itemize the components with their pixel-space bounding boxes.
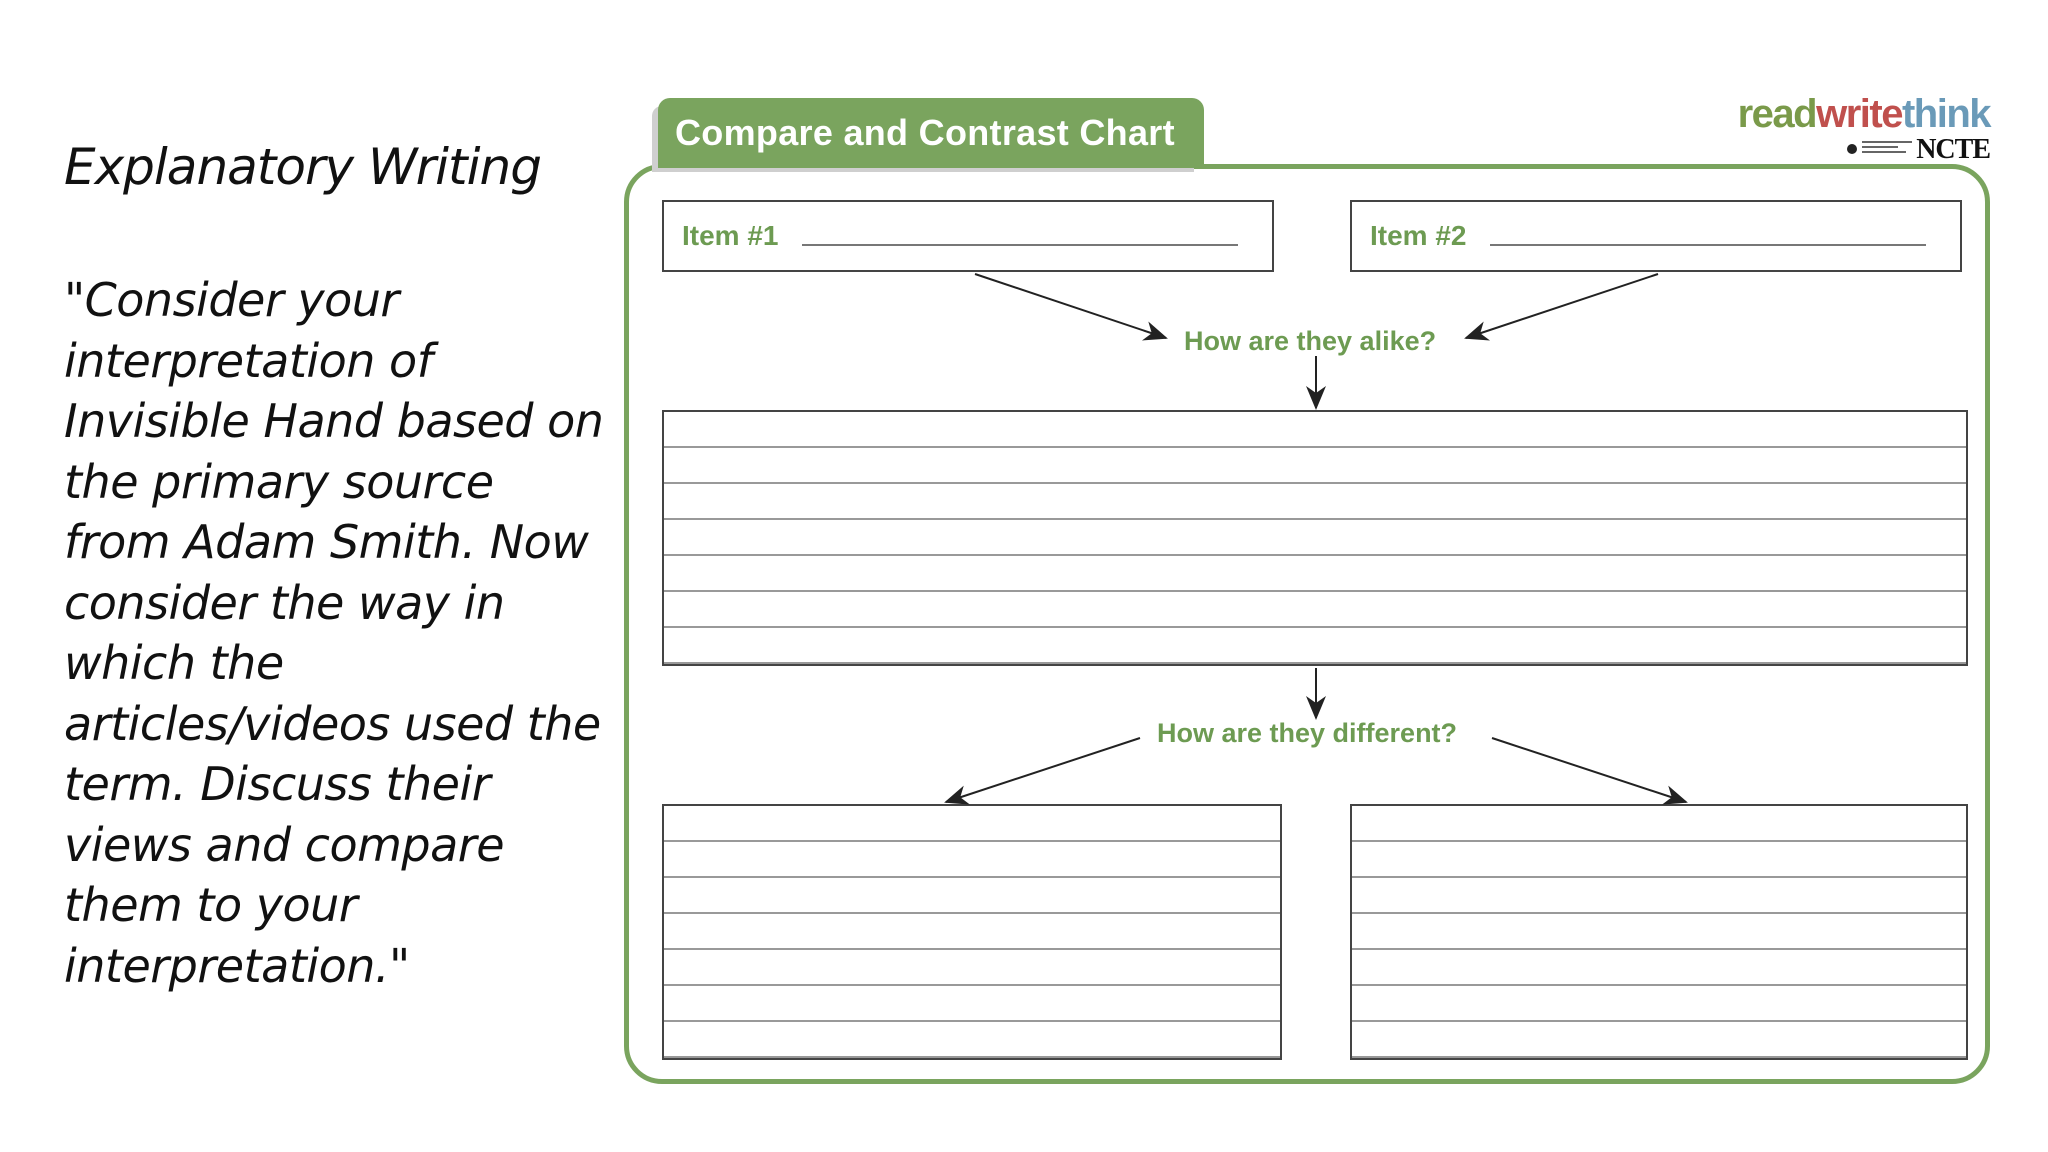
prompt-line: from Adam Smith. Now: [64, 515, 589, 569]
item2-box[interactable]: Item #2: [1350, 200, 1962, 272]
item1-write-line[interactable]: [802, 244, 1238, 246]
logo-wordmark: readwritethink: [1737, 92, 1992, 136]
readwritethink-logo: readwritethink NCTE: [1722, 92, 1992, 165]
arrow-different-to-item2: [1491, 737, 1688, 805]
item1-box[interactable]: Item #1: [662, 200, 1274, 272]
ncte-wordmark: NCTE: [1916, 134, 1991, 165]
worksheet-tab: Compare and Contrast Chart: [658, 98, 1204, 168]
prompt-line: articles/videos used the: [64, 696, 601, 751]
arrow-different-to-item1: [944, 737, 1141, 805]
prompt-line: which the: [64, 636, 284, 690]
different-question: How are they different?: [1157, 718, 1458, 748]
item2-label: Item #2: [1370, 220, 1467, 251]
prompt-line: views and compare: [64, 817, 505, 872]
item1-label: Item #1: [682, 220, 779, 251]
arrow-item1-to-alike: [974, 273, 1168, 341]
prompt-line: consider the way in: [64, 575, 505, 630]
item2-difference-box[interactable]: [1350, 804, 1968, 1060]
item1-difference-box[interactable]: [662, 804, 1282, 1060]
prompt-line: "Consider your: [64, 273, 399, 327]
prompt-line: the primary source: [64, 454, 494, 509]
slide-title: Explanatory Writing: [64, 138, 542, 196]
alike-question: How are they alike?: [1184, 326, 1437, 356]
prompt-line: interpretation of: [64, 333, 433, 388]
worksheet-title: Compare and Contrast Chart: [675, 112, 1175, 153]
item2-write-line[interactable]: [1490, 244, 1926, 246]
alike-answer-box[interactable]: [662, 410, 1968, 666]
prompt-line: interpretation.": [64, 938, 410, 993]
prompt-line: Invisible Hand based on: [64, 394, 604, 448]
prompt-line: term. Discuss their: [64, 757, 491, 811]
prompt-line: them to your: [64, 878, 358, 932]
arrow-item2-to-alike: [1464, 273, 1659, 341]
prompt-text: "Consider your interpretation of Invisib…: [64, 270, 624, 996]
ira-seal-icon: [1847, 141, 1912, 154]
worksheet-frame: [624, 164, 1990, 1084]
